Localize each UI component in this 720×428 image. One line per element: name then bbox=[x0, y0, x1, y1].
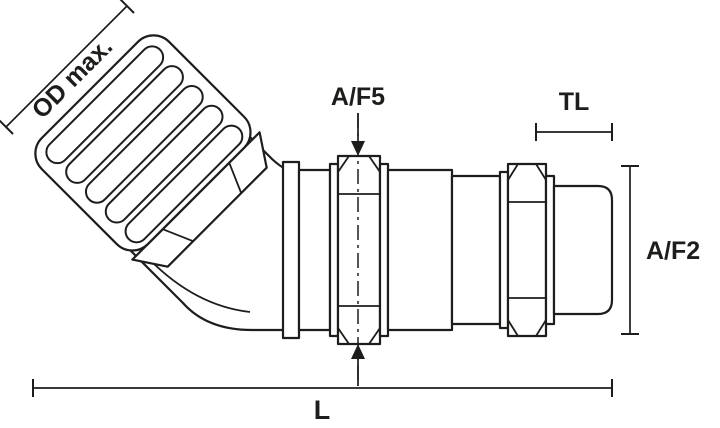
hex-nut-1-chamfer bbox=[368, 155, 381, 173]
nut-rib bbox=[65, 65, 184, 184]
hex-nut-1-chamfer bbox=[368, 327, 381, 345]
length-dimension: L bbox=[32, 379, 613, 425]
hex-nut-2-right-washer bbox=[544, 174, 556, 326]
length-label: L bbox=[314, 395, 331, 425]
hex-nut-2-chamfer bbox=[535, 319, 547, 337]
body-section-2 bbox=[386, 168, 454, 332]
hex-nut-2-chamfer bbox=[507, 319, 519, 337]
hex-nut-2-chamfer bbox=[507, 163, 519, 181]
hex-nut-1-left-washer bbox=[328, 162, 340, 338]
af2-dimension: A/F2 bbox=[621, 165, 700, 335]
hex-nut-1-chamfer bbox=[337, 327, 350, 345]
hex-nut-af2 bbox=[506, 162, 548, 338]
tl-label: TL bbox=[559, 88, 590, 116]
af5-label: A/F5 bbox=[331, 83, 385, 111]
elbow-bend-detail-line bbox=[149, 259, 251, 313]
od-max-dim-line bbox=[5, 5, 128, 128]
hex-nut-1-body bbox=[336, 154, 382, 346]
hex-nut-2-body bbox=[506, 162, 548, 338]
af5-dimension: A/F5 bbox=[331, 83, 385, 386]
od-max-tick bbox=[119, 0, 135, 14]
nut-rib bbox=[45, 45, 165, 165]
af5-down-arrow-icon bbox=[351, 141, 365, 156]
body-section-3 bbox=[450, 174, 502, 326]
nut-rib bbox=[104, 104, 224, 224]
male-thread-end bbox=[552, 184, 614, 316]
nut-rib bbox=[84, 84, 204, 204]
hex-nut-2-chamfer bbox=[535, 163, 547, 181]
body-section-1 bbox=[297, 168, 332, 332]
nut-hex-facet-line-top bbox=[228, 162, 243, 194]
od-max-tick bbox=[0, 119, 14, 135]
body-flange-ring bbox=[281, 160, 301, 340]
swivel-nut bbox=[34, 34, 268, 268]
nut-hex-facet-line-bottom bbox=[162, 228, 194, 243]
hex-nut-2-left-washer bbox=[498, 170, 510, 330]
hex-nut-af5 bbox=[336, 154, 382, 346]
af5-up-arrow-icon bbox=[351, 344, 365, 359]
nut-rib bbox=[124, 124, 244, 244]
nut-grip-ribs bbox=[45, 45, 244, 244]
tl-dimension: TL bbox=[535, 88, 613, 141]
hex-nut-1-right-washer bbox=[378, 162, 390, 338]
hex-nut-1-chamfer bbox=[337, 155, 350, 173]
af2-label: A/F2 bbox=[646, 237, 700, 265]
fitting-body bbox=[281, 154, 614, 346]
